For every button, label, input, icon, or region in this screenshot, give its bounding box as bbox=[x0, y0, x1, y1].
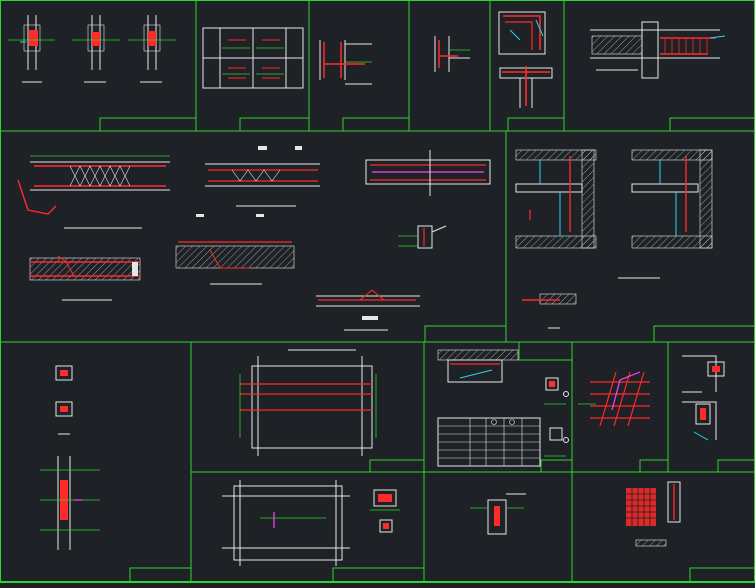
opening-section-right bbox=[631, 149, 713, 249]
panel-small-joint-detail[interactable] bbox=[470, 493, 526, 535]
panel-wall-joint-section-1[interactable] bbox=[319, 40, 372, 85]
schedule-table bbox=[437, 417, 541, 467]
beam-elevation-main bbox=[17, 155, 170, 229]
opening-section-left bbox=[515, 149, 660, 279]
panel-beam-column-connection[interactable] bbox=[498, 11, 553, 108]
small-stair-detail bbox=[398, 225, 447, 249]
opening-bottom-detail bbox=[522, 293, 577, 329]
panel-opening-reinforcement-plan[interactable] bbox=[239, 349, 377, 456]
panel-diagonal-mesh-detail[interactable] bbox=[578, 371, 650, 427]
status-bar bbox=[0, 582, 755, 588]
panel-beam-elevation-details[interactable] bbox=[17, 146, 491, 331]
cantilever-stirrups bbox=[664, 38, 708, 54]
column-detail-b bbox=[72, 15, 120, 83]
slab-joint-lower bbox=[316, 289, 420, 331]
schedule-side-details bbox=[544, 377, 569, 457]
panel-wall-opening-sections[interactable] bbox=[515, 149, 713, 329]
plan-rebar-marks bbox=[222, 39, 284, 79]
panel-wall-joint-section-2[interactable] bbox=[434, 36, 470, 72]
panel-plan-rebar-layout[interactable] bbox=[202, 27, 304, 89]
panel-small-column-sections[interactable] bbox=[40, 365, 100, 550]
panel-schedule-table-and-details[interactable] bbox=[437, 349, 569, 467]
column-detail-c bbox=[128, 15, 176, 83]
column-detail-a bbox=[8, 15, 55, 83]
panel-dense-rebar-mesh[interactable] bbox=[626, 481, 681, 547]
panel-cantilever-slab-section[interactable] bbox=[590, 21, 726, 79]
wall-section-hatched bbox=[29, 255, 141, 301]
mesh-grid-lines bbox=[626, 488, 656, 526]
slab-step-section bbox=[175, 214, 295, 285]
schedule-beam-section bbox=[437, 349, 519, 383]
panel-column-joint-details[interactable] bbox=[8, 15, 176, 83]
panel-frame-plan-lower[interactable] bbox=[222, 480, 400, 566]
panel-corner-details[interactable] bbox=[682, 355, 725, 441]
column-elevation-long bbox=[40, 456, 100, 550]
beam-elevation-secondary bbox=[205, 146, 320, 207]
beam-section-magenta bbox=[365, 150, 491, 196]
